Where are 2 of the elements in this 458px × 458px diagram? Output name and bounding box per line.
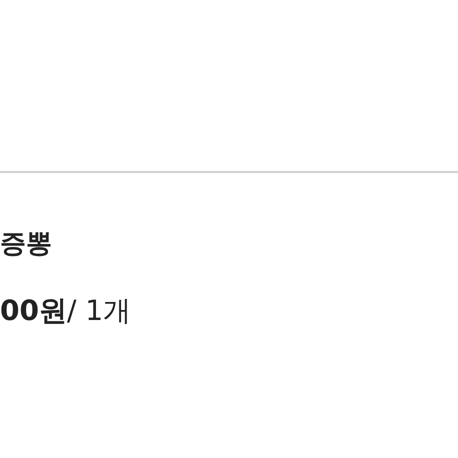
menu-item-name: 증뽕 xyxy=(0,228,52,261)
price-text: 00원/ 1개 xyxy=(0,293,132,329)
